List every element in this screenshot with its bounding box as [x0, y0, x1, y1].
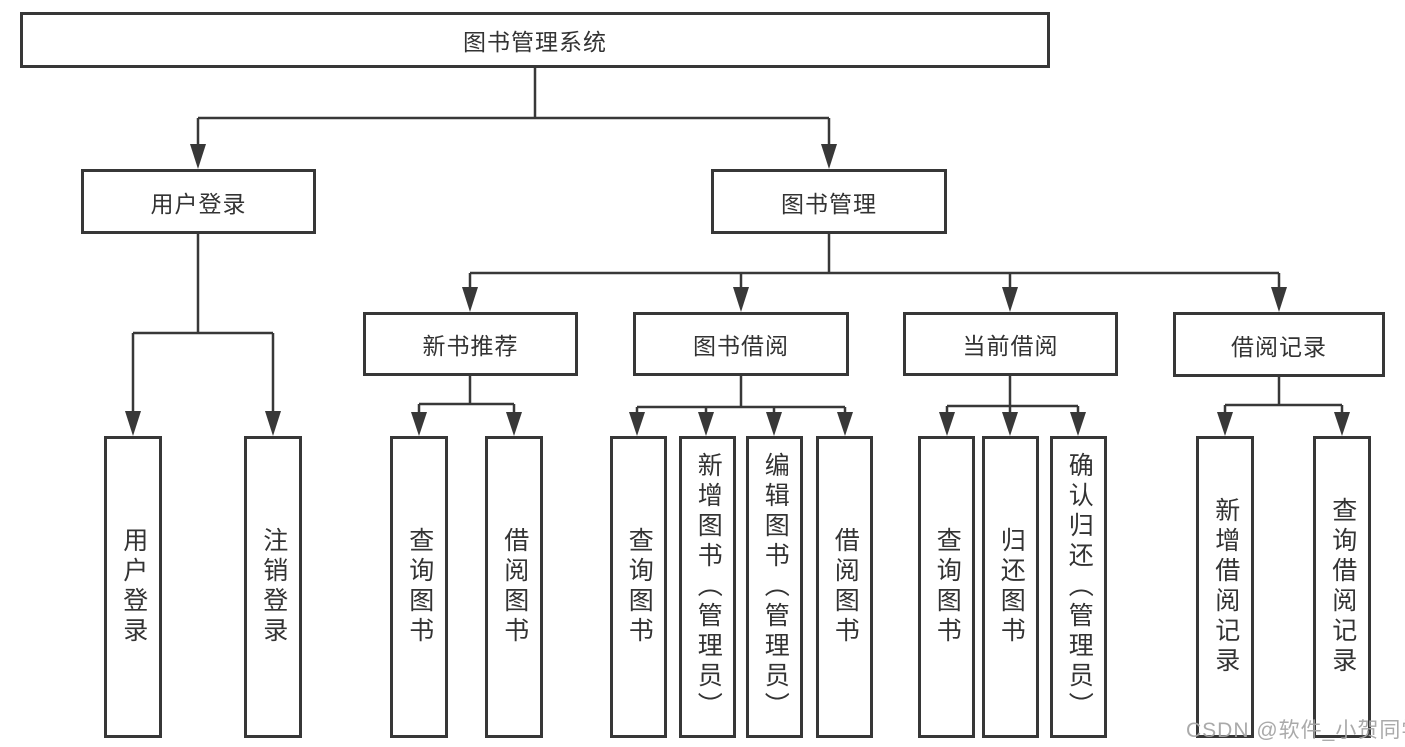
node-book-management: 图书管理 — [711, 169, 947, 234]
node-label: 查询图书 — [625, 527, 654, 647]
node-label: 查询图书 — [405, 527, 434, 647]
node-label: 查询图书 — [933, 527, 962, 647]
leaf-borrow-books-recommend: 借阅图书 — [485, 436, 543, 738]
connector-root-to-level2 — [190, 68, 837, 169]
node-label: 图书借阅 — [693, 333, 789, 359]
node-new-book-recommend: 新书推荐 — [363, 312, 578, 376]
node-label: 查询借阅记录 — [1328, 497, 1357, 677]
node-label: 确认归还（管理员） — [1065, 452, 1094, 722]
node-label: 用户登录 — [150, 190, 247, 217]
node-label: 新增借阅记录 — [1211, 497, 1240, 677]
node-label: 新增图书（管理员） — [694, 452, 723, 722]
node-label: 借阅图书 — [500, 527, 529, 647]
node-label: 用户登录 — [119, 527, 148, 647]
node-label: 归还图书 — [997, 527, 1026, 647]
leaf-query-books: 查询图书 — [610, 436, 667, 738]
connector-user-login-branch — [125, 234, 281, 436]
leaf-confirm-return-admin: 确认归还（管理员） — [1050, 436, 1107, 738]
leaf-return-books: 归还图书 — [982, 436, 1039, 738]
leaf-query-books-current: 查询图书 — [918, 436, 975, 738]
leaf-borrow-books: 借阅图书 — [816, 436, 873, 738]
connector-new-book-group — [411, 376, 522, 436]
connector-borrow-record-group — [1217, 377, 1350, 436]
leaf-user-login: 用户登录 — [104, 436, 162, 738]
node-user-login: 用户登录 — [81, 169, 316, 234]
node-label: 图书管理系统 — [463, 29, 607, 55]
connector-book-borrow-group — [629, 376, 853, 436]
node-label: 借阅图书 — [831, 527, 860, 647]
node-library-management-system: 图书管理系统 — [20, 12, 1050, 68]
node-borrow-record: 借阅记录 — [1173, 312, 1385, 377]
connector-current-borrow-group — [939, 376, 1086, 436]
leaf-add-borrow-record: 新增借阅记录 — [1196, 436, 1254, 738]
node-label: 借阅记录 — [1231, 333, 1327, 360]
node-label: 注销登录 — [259, 527, 288, 647]
node-label: 图书管理 — [781, 190, 877, 217]
node-book-borrow: 图书借阅 — [633, 312, 849, 376]
leaf-query-books-recommend: 查询图书 — [390, 436, 448, 738]
node-label: 新书推荐 — [422, 333, 519, 359]
node-current-borrow: 当前借阅 — [903, 312, 1118, 376]
connector-book-management-branch — [462, 234, 1287, 312]
leaf-add-books-admin: 新增图书（管理员） — [679, 436, 736, 738]
leaf-logout: 注销登录 — [244, 436, 302, 738]
leaf-query-borrow-record: 查询借阅记录 — [1313, 436, 1371, 738]
leaf-edit-books-admin: 编辑图书（管理员） — [746, 436, 803, 738]
csdn-watermark: CSDN @软件_小贺同学 — [1186, 719, 1405, 742]
node-label: 编辑图书（管理员） — [761, 452, 790, 722]
node-label: 当前借阅 — [962, 333, 1059, 359]
